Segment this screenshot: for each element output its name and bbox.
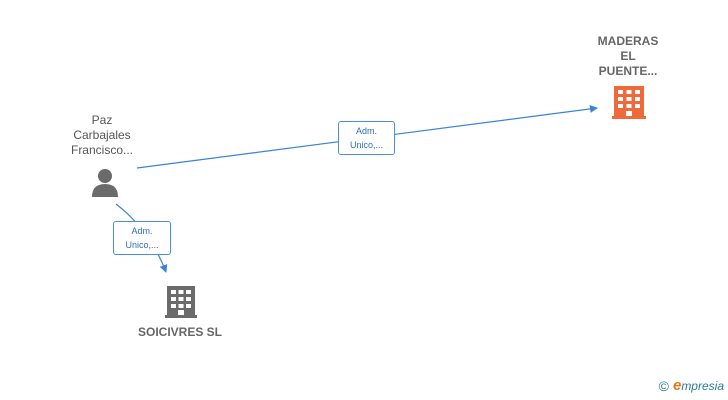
node-label-soicivres[interactable]: SOICIVRES SL <box>137 325 223 339</box>
copyright-icon: © <box>658 377 669 394</box>
node-label-person[interactable]: Paz Carbajales Francisco... <box>70 113 133 157</box>
building-icon-soicivres[interactable] <box>165 286 197 318</box>
building-icon-maderas[interactable] <box>612 86 646 119</box>
edge-label-person-soicivres: Adm. Unico,... <box>113 221 171 255</box>
node-label-maderas[interactable]: MADERAS EL PUENTE... <box>597 34 659 78</box>
person-icon[interactable] <box>92 169 118 197</box>
brand-logo: empresia <box>672 377 724 394</box>
empresia-watermark: © empresia <box>659 377 724 394</box>
edge-label-person-maderas: Adm. Unico,... <box>338 121 395 155</box>
